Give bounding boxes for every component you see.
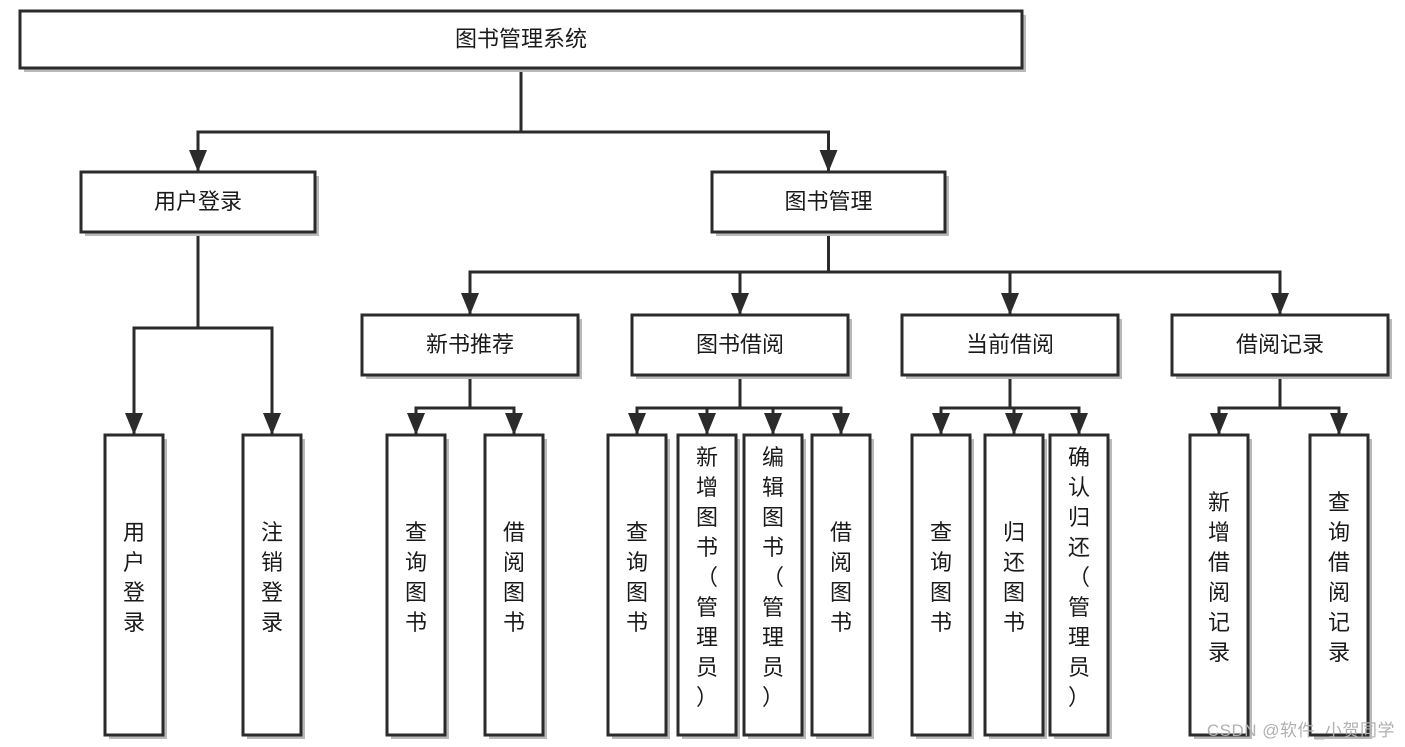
node-label: 查询图书 — [930, 520, 952, 635]
node-leaf-查询图书: 查询图书 — [385, 433, 449, 739]
connectors-layer — [125, 66, 1348, 436]
arrow-head-图书借阅 — [731, 293, 749, 315]
arrow-head-注销登录 — [263, 413, 281, 435]
arrow-head-用户登录 — [125, 413, 143, 435]
node-label: 用户登录 — [123, 520, 145, 635]
node-box — [810, 433, 872, 737]
node-label: 新书推荐 — [426, 332, 514, 357]
node-label: 新增借阅记录 — [1208, 490, 1230, 665]
arrow-head-当前借阅 — [1001, 293, 1019, 315]
node-box — [606, 433, 668, 737]
node-leaf-新增图书管理员: 新增图书（管理员） — [676, 433, 740, 739]
node-box — [241, 433, 303, 737]
node-box — [1048, 433, 1110, 737]
node-box — [18, 9, 1024, 70]
node-label: 注销登录 — [261, 520, 283, 635]
node-label: 当前借阅 — [966, 332, 1054, 357]
arrow-head-借阅图书 — [505, 413, 523, 435]
node-branch-借阅记录: 借阅记录 — [1170, 313, 1392, 379]
arrow-head-编辑图书管理员 — [764, 413, 782, 435]
node-box — [983, 433, 1045, 737]
node-branch-图书借阅: 图书借阅 — [630, 313, 852, 379]
node-branch-用户登录: 用户登录 — [79, 170, 319, 236]
node-leaf-新增借阅记录: 新增借阅记录 — [1188, 433, 1252, 739]
node-label: 新增图书（管理员） — [696, 445, 718, 710]
node-label: 借阅图书 — [830, 520, 852, 635]
node-box — [1170, 313, 1390, 377]
arrow-head-用户登录 — [189, 150, 207, 172]
arrow-head-借阅图书 — [832, 413, 850, 435]
node-box — [630, 313, 850, 377]
node-label: 借阅图书 — [503, 520, 525, 635]
node-leaf-用户登录: 用户登录 — [103, 433, 167, 739]
node-label: 编辑图书（管理员） — [762, 445, 784, 710]
node-leaf-借阅图书: 借阅图书 — [810, 433, 874, 739]
arrow-head-确认归还管理员 — [1070, 413, 1088, 435]
arrow-head-新增图书管理员 — [698, 413, 716, 435]
node-label: 归还图书 — [1003, 520, 1025, 635]
node-box — [385, 433, 447, 737]
node-label: 查询图书 — [626, 520, 648, 635]
node-leaf-确认归还管理员: 确认归还（管理员） — [1048, 433, 1112, 739]
node-leaf-查询图书: 查询图书 — [910, 433, 974, 739]
node-box — [103, 433, 165, 737]
node-box — [360, 313, 580, 377]
node-label: 借阅记录 — [1236, 332, 1324, 357]
node-root-图书管理系统: 图书管理系统 — [18, 9, 1026, 72]
node-branch-新书推荐: 新书推荐 — [360, 313, 582, 379]
node-box — [676, 433, 738, 737]
node-box — [742, 433, 804, 737]
arrow-head-图书管理 — [819, 150, 838, 172]
node-leaf-查询图书: 查询图书 — [606, 433, 670, 739]
node-box — [710, 170, 947, 234]
node-branch-图书管理: 图书管理 — [710, 170, 949, 236]
arrow-head-归还图书 — [1005, 413, 1023, 435]
node-label: 查询图书 — [405, 520, 427, 635]
node-leaf-查询借阅记录: 查询借阅记录 — [1308, 433, 1372, 739]
arrow-head-查询图书 — [628, 413, 646, 435]
arrow-head-借阅记录 — [1271, 293, 1289, 315]
node-label: 查询借阅记录 — [1328, 490, 1350, 665]
node-box — [910, 433, 972, 737]
node-label: 确认归还（管理员） — [1068, 445, 1090, 710]
node-box — [900, 313, 1120, 377]
node-leaf-借阅图书: 借阅图书 — [483, 433, 547, 739]
node-leaf-归还图书: 归还图书 — [983, 433, 1047, 739]
arrow-head-查询图书 — [407, 413, 425, 435]
node-label: 图书借阅 — [696, 332, 784, 357]
node-label: 图书管理系统 — [455, 26, 587, 51]
node-box — [79, 170, 317, 234]
arrow-head-查询借阅记录 — [1330, 413, 1348, 435]
node-leaf-编辑图书管理员: 编辑图书（管理员） — [742, 433, 806, 739]
arrow-head-查询图书 — [932, 413, 950, 435]
arrow-head-新书推荐 — [461, 293, 479, 315]
node-box — [1188, 433, 1250, 737]
nodes-layer: 图书管理系统用户登录图书管理新书推荐图书借阅当前借阅借阅记录用户登录注销登录查询… — [18, 9, 1392, 739]
arrow-head-新增借阅记录 — [1210, 413, 1228, 435]
node-box — [483, 433, 545, 737]
node-label: 用户登录 — [154, 189, 242, 214]
node-leaf-注销登录: 注销登录 — [241, 433, 305, 739]
node-box — [1308, 433, 1370, 737]
node-label: 图书管理 — [784, 189, 872, 214]
node-branch-当前借阅: 当前借阅 — [900, 313, 1122, 379]
